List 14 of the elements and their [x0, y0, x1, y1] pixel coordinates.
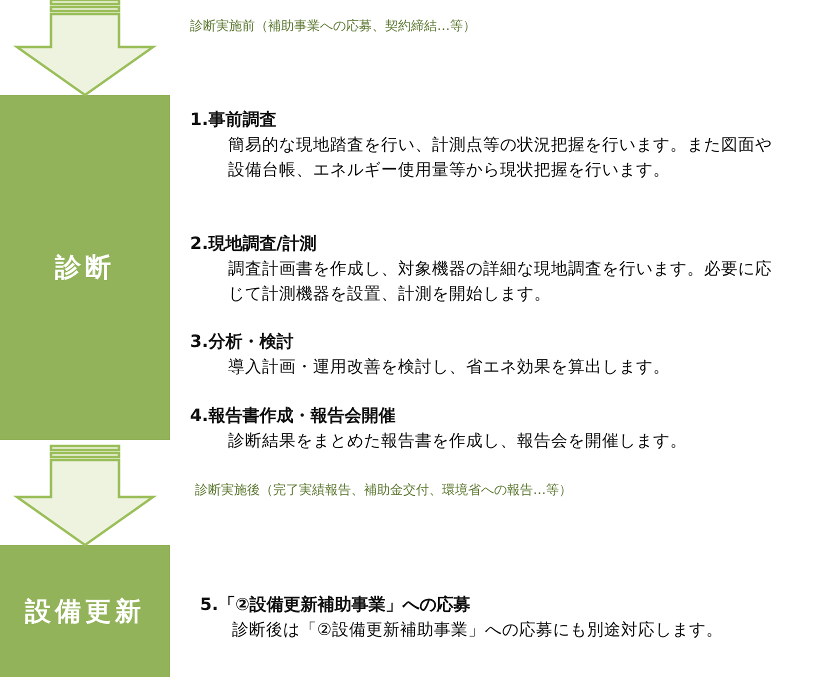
stage-box: 診断 — [0, 95, 170, 440]
step-description: 簡易的な現地踏査を行い、計測点等の状況把握を行います。また図面や設備台帳、エネルギー使用量等から現状把握を行います。 — [228, 134, 773, 181]
step-description: 診断後は「②設備更新補助事業」への応募にも別途対応します。 — [232, 619, 724, 641]
step-heading: 3.分析・検討 — [190, 331, 294, 353]
step-heading: 4.報告書作成・報告会開催 — [190, 405, 396, 427]
step-heading: 5.「②設備更新補助事業」への応募 — [200, 594, 471, 616]
block-arrow — [13, 444, 157, 547]
step-heading: 2.現地調査/計測 — [190, 233, 316, 255]
step-description: 調査計画書を作成し、対象機器の詳細な現地調査を行います。必要に応じて計測機器を設置、計測を開始します。 — [228, 258, 773, 305]
step-description: 診断結果をまとめた報告書を作成し、報告会を開催します。 — [228, 430, 688, 452]
step-heading: 1.事前調査 — [190, 109, 276, 131]
stage-box: 設備更新 — [0, 545, 170, 677]
block-arrow — [13, 0, 157, 97]
step-description: 導入計画・運用改善を検討し、省エネ効果を算出します。 — [228, 356, 671, 378]
